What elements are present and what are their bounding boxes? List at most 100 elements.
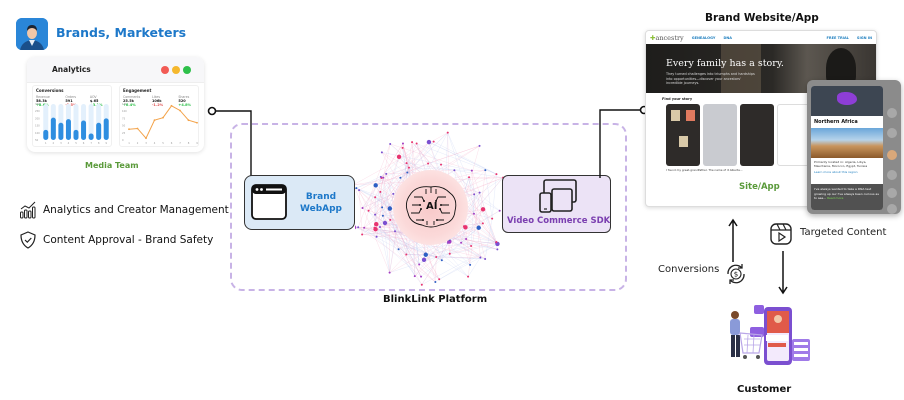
network-edge (375, 214, 440, 280)
story-card-quote[interactable] (740, 104, 774, 166)
read-more-link[interactable]: Read more (827, 196, 844, 200)
customer-shopping-illustration (730, 305, 810, 365)
nav-genealogy[interactable]: GENEALOGY (691, 35, 716, 40)
stat-delta: +4.8% (178, 103, 192, 107)
network-edge (473, 213, 493, 219)
network-node (388, 271, 391, 274)
network-node (379, 190, 382, 193)
stat-delta: +6.4% (123, 103, 136, 107)
network-edge (389, 245, 472, 273)
nav-free-trial[interactable]: FREE TRIAL (826, 35, 849, 40)
ai-label: AI (426, 201, 438, 212)
network-node (367, 209, 370, 212)
y-tick-label: 150 (35, 124, 40, 128)
network-edge (374, 167, 410, 215)
feature-content-approval: Content Approval - Brand Safety (19, 231, 213, 249)
network-node (478, 144, 481, 147)
stat-value: $.65 +3.1% (89, 99, 103, 107)
y-tick-label: 75 (122, 116, 126, 120)
stat-value: 591 -2.5% (65, 99, 77, 107)
network-edge (355, 187, 390, 273)
story-card-family-tree[interactable] (666, 104, 700, 166)
y-tick-label: 50 (35, 138, 39, 142)
conversions-stat: AOV$.65 +3.1% (90, 95, 111, 107)
story-card-dna[interactable] (777, 104, 811, 166)
network-edge (454, 170, 498, 244)
network-edge (471, 170, 497, 243)
network-node (465, 238, 468, 241)
video-commerce-player[interactable]: Northern Africa Primarily located in: Al… (807, 80, 901, 214)
network-node (491, 217, 494, 220)
x-tick-label: 6 (171, 141, 173, 145)
analytics-title: Analytics (52, 65, 91, 74)
network-edge (423, 242, 449, 260)
bar (81, 120, 87, 140)
y-tick-label: 100 (35, 131, 40, 135)
blinklink-platform-label: BlinkLink Platform (383, 294, 488, 305)
network-edge (375, 229, 440, 280)
network-node (432, 140, 435, 143)
x-tick-label: 3 (145, 141, 147, 145)
creator-avatar-icon[interactable] (887, 150, 897, 160)
bar (96, 122, 102, 140)
y-tick-label: 50 (122, 124, 126, 128)
like-icon[interactable] (887, 170, 897, 180)
network-edge (358, 190, 426, 255)
stat-label: Shares (178, 95, 190, 99)
blinklink-platform-container (230, 123, 627, 291)
svg-text:$: $ (734, 271, 738, 279)
network-edge (463, 209, 484, 227)
brand-webapp-label-line1: Brand (305, 192, 337, 202)
network-node (374, 196, 377, 199)
network-edge (439, 257, 481, 280)
network-edge (379, 143, 417, 228)
network-node (358, 189, 361, 192)
y-tick-label: 300 (35, 102, 40, 106)
bar (58, 122, 64, 140)
network-edge (382, 215, 396, 232)
tree-photo (679, 136, 688, 147)
nav-sign-in[interactable]: SIGN IN (856, 35, 872, 40)
network-node (420, 283, 423, 286)
network-edge (449, 227, 479, 242)
comment-icon[interactable] (887, 188, 897, 198)
stat-delta: +8.6% (36, 103, 49, 107)
network-edge (358, 190, 369, 211)
network-node (392, 192, 395, 195)
network-edge (416, 143, 497, 175)
network-node (374, 221, 379, 227)
stat-label: Comments (123, 95, 141, 99)
scroll-down-icon[interactable] (887, 128, 897, 138)
nav-dna[interactable]: DNA (723, 35, 732, 40)
network-node (382, 220, 388, 226)
network-edge (467, 257, 481, 277)
story-card-records[interactable] (703, 104, 737, 166)
network-node (389, 218, 392, 221)
x-tick-label: 4 (154, 141, 156, 145)
network-node (396, 154, 402, 160)
network-node (453, 169, 456, 172)
scroll-up-icon[interactable] (887, 108, 897, 118)
learn-more-link[interactable]: Learn more about this region (814, 170, 858, 174)
network-node (381, 206, 384, 209)
cart-icon[interactable] (887, 204, 897, 214)
network-node (421, 257, 427, 262)
network-node (374, 213, 377, 216)
network-edge (463, 225, 497, 243)
network-node (434, 280, 437, 283)
network-edge (447, 132, 475, 214)
line-point (153, 119, 156, 122)
story-caption-1: I found my great-grandfather. The name o… (666, 168, 743, 172)
y-tick-label: 25 (122, 131, 126, 135)
network-node (476, 225, 481, 230)
network-edge (416, 143, 500, 211)
network-edge (380, 143, 417, 177)
minimize-dot (172, 66, 180, 74)
network-edge (482, 223, 497, 243)
network-node (379, 175, 382, 178)
network-edge (435, 257, 437, 282)
